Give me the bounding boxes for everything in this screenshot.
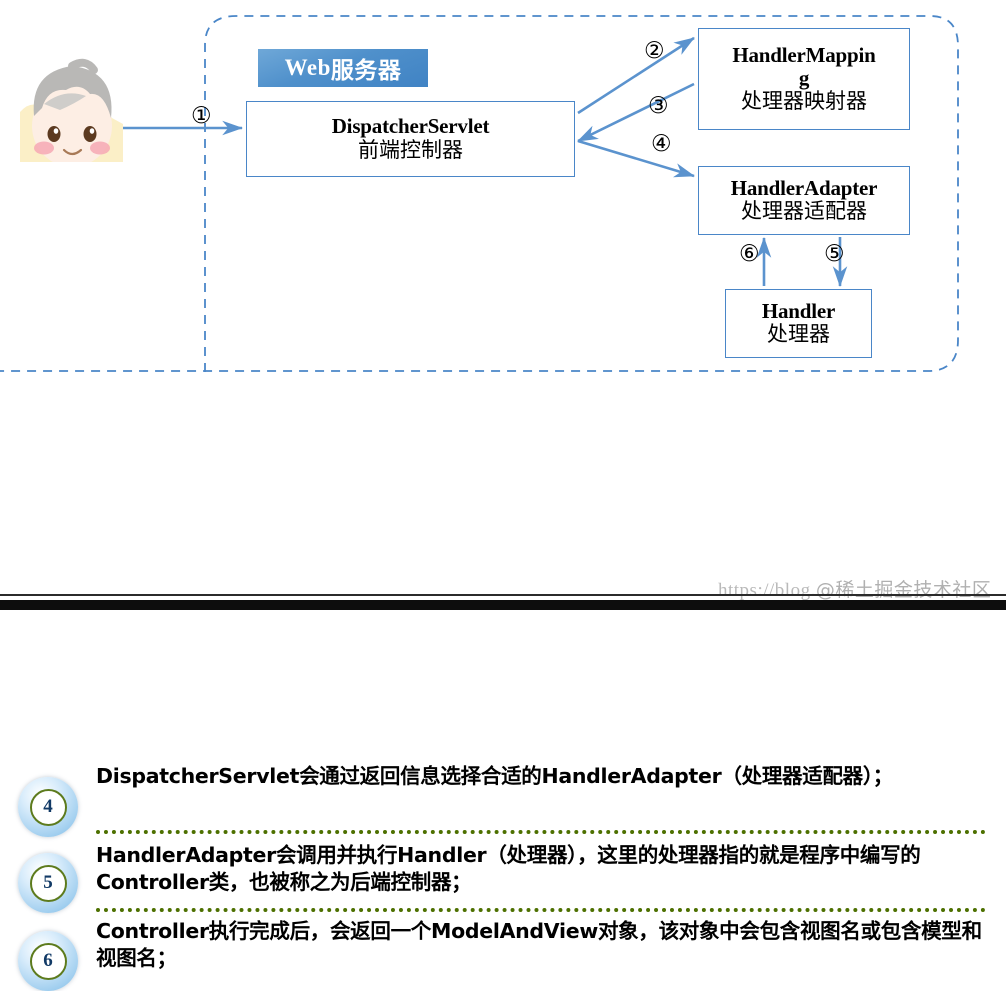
step-text-4: DispatcherServlet会通过返回信息选择合适的HandlerAdap… [96,764,893,788]
node-handler-adapter-en: HandlerAdapter [730,175,878,200]
step-badge-4: 4 [18,777,78,837]
step-badge-5: 5 [18,853,78,913]
watermark-url: https://blog. [718,580,816,601]
node-handler-mapping-cn: 处理器映射器 [741,88,867,113]
step-badge-5-number: 5 [29,864,67,902]
arrow-4-dispatcher-to-adapter [577,139,695,178]
arrow-label-2: ② [644,38,665,64]
step-divider-4 [96,830,986,838]
step-divider-5 [96,908,986,916]
node-handler-mapping-en-line2: g [798,65,810,90]
node-handler-adapter-cn: 处理器适配器 [741,199,867,224]
watermark-handle: @稀土掘金技术社区 [815,579,992,601]
step-text-6: Controller执行完成后，会返回一个ModelAndView对象，该对象中… [96,919,982,971]
node-handler-cn: 处理器 [767,322,830,347]
step-badge-4-number: 4 [29,788,67,826]
web-server-banner-en: Web [284,55,331,80]
web-server-banner-cn: 服务器 [330,58,402,84]
step-text-5: HandlerAdapter会调用并执行Handler（处理器），这里的处理器指… [96,843,921,895]
arrow-label-1: ① [191,103,212,129]
node-dispatcher-servlet[interactable]: DispatcherServlet 前端控制器 [246,101,575,177]
node-dispatcher-servlet-cn: 前端控制器 [358,137,463,162]
node-handler[interactable]: Handler 处理器 [725,289,872,358]
node-handler-mapping-en-line1: HandlerMappin [732,43,876,68]
arrow-label-3: ③ [648,93,669,119]
arrow-label-5: ⑤ [824,241,845,267]
arrow-3-mapping-to-dispatcher [577,82,695,143]
node-handler-en: Handler [761,298,836,323]
node-handler-adapter[interactable]: HandlerAdapter 处理器适配器 [698,166,910,235]
watermark: https://blog.@稀土掘金技术社区 [718,575,991,602]
bottom-rule [0,594,1006,596]
diagram-connectors-layer [0,15,959,372]
arrow-2-dispatcher-to-mapping [577,36,695,115]
bottom-bar [0,600,1006,610]
user-avatar [20,42,123,162]
arrow-label-6: ⑥ [739,241,760,267]
step-badge-6-number: 6 [29,942,67,980]
step-badge-6: 6 [18,931,78,991]
arrow-label-4: ④ [651,131,672,157]
node-handler-mapping[interactable]: HandlerMappin g 处理器映射器 [698,28,910,130]
node-dispatcher-servlet-en: DispatcherServlet [331,114,490,139]
web-server-dashed-boundary [0,15,959,372]
